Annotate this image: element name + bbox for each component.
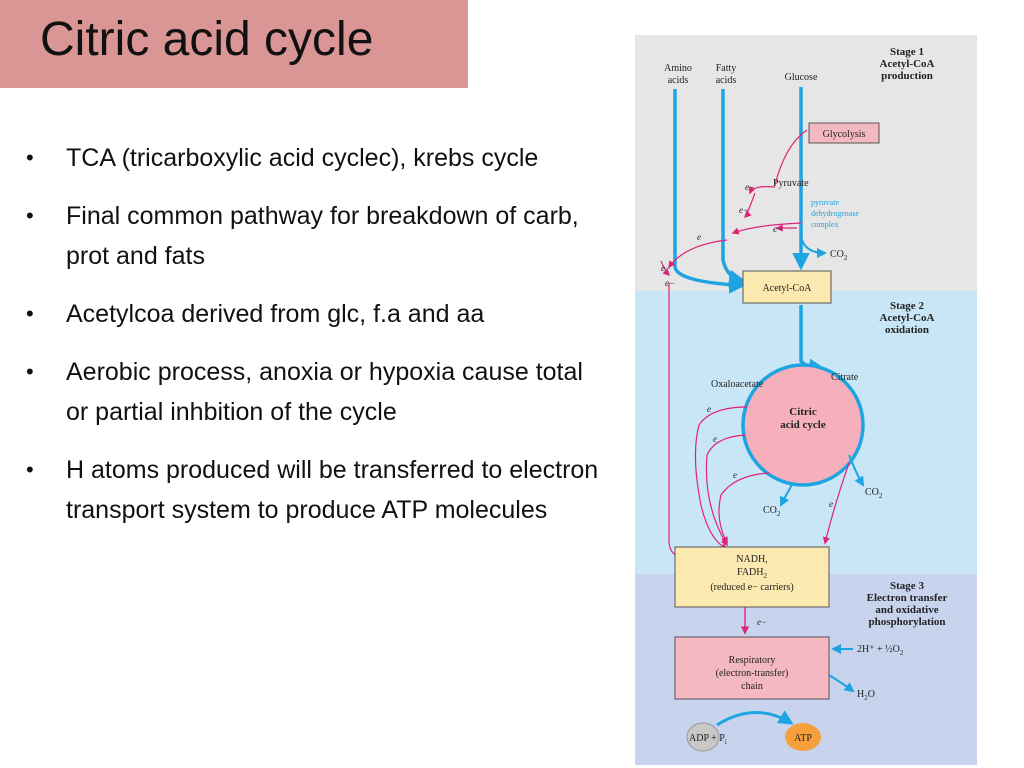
electron-label: e [707, 404, 711, 414]
cycle-label: Citric [789, 406, 817, 418]
adp-pi-label: ADP + Pi [689, 733, 727, 746]
electron-label: e− [665, 278, 675, 288]
stage3-label-line: and oxidative [875, 604, 938, 616]
fatty-acids-label: Fatty [716, 63, 737, 74]
co2-label-cycle: CO2 [865, 487, 883, 500]
electron-arrow [774, 129, 808, 186]
acetyl-coa-box [742, 270, 832, 304]
stage3-label: Stage 3 Electron transfer and oxidative … [867, 580, 948, 628]
bullet-text: Aerobic process, anoxia or hypoxia cause… [66, 358, 583, 426]
electron-arrow [705, 434, 746, 547]
stage1-label: Stage 1 Acetyl-CoA production [880, 46, 935, 82]
respiratory-chain-label: chain [741, 681, 763, 692]
electron-label: e− [745, 182, 755, 192]
stage2-label-line: Stage 2 [890, 300, 924, 312]
citric-acid-cycle-figure: Stage 1 Acetyl-CoA production Stage 2 Ac… [635, 35, 977, 765]
stage3-label-line: phosphorylation [868, 616, 945, 628]
stage1-label-line: production [881, 70, 933, 82]
stage1-label-line: Stage 1 [890, 46, 924, 58]
pdh-label-line: pyruvate [811, 198, 839, 207]
oxaloacetate-label: Oxaloacetate [711, 379, 764, 390]
bullet-item: • Final common pathway for breakdown of c… [26, 196, 611, 276]
electron-arrow [718, 472, 770, 545]
bullet-dot-icon: • [26, 203, 34, 228]
atp-circle [785, 723, 821, 751]
title-banner: Citric acid cycle [0, 0, 468, 88]
bullet-item: • Acetylcoa derived from glc, f.a and aa [26, 294, 611, 334]
bullet-dot-icon: • [26, 457, 34, 482]
slide-title: Citric acid cycle [40, 13, 374, 66]
pdh-complex-label: pyruvate dehydrogenase complex [811, 198, 859, 229]
pyruvate-label: Pyruvate [773, 178, 809, 189]
co2-release-arrow [848, 454, 865, 487]
electron-arrow [694, 406, 748, 550]
bullet-list: • TCA (tricarboxylic acid cyclec), krebs … [26, 138, 611, 548]
electron-arrow [748, 186, 776, 195]
stage3-label-line: Electron transfer [867, 592, 948, 604]
acetyl-coa-label: Acetyl-CoA [763, 283, 813, 294]
amino-acids-label: acids [668, 75, 689, 86]
electron-arrow [660, 260, 671, 277]
reduced-carriers-label: (reduced e− carriers) [710, 582, 793, 593]
bullet-item: • H atoms produced will be transferred to… [26, 450, 611, 530]
adp-circle [686, 722, 720, 752]
nadh-label: NADH, [736, 554, 767, 565]
electron-label: e− [661, 263, 671, 273]
respiratory-chain-label: (electron-transfer) [716, 668, 789, 679]
co2-release-arrow [780, 482, 794, 507]
respiratory-chain-box [674, 636, 830, 700]
electron-label: e− [773, 224, 783, 234]
oxygen-protons-label: 2H⁺ + ½O2 [857, 644, 904, 657]
co2-release-arrow [800, 234, 827, 258]
bullet-dot-icon: • [26, 301, 34, 326]
pdh-label-line: dehydrogenase [811, 209, 859, 218]
respiratory-chain-label: Respiratory [729, 655, 776, 666]
glycolysis-box [808, 122, 880, 144]
bullet-text: TCA (tricarboxylic acid cyclec), krebs c… [66, 144, 539, 172]
co2-label-stage1: CO2 [830, 249, 848, 262]
stage1-background [635, 35, 977, 291]
bullet-text: Final common pathway for breakdown of ca… [66, 202, 579, 270]
water-label: H2O [857, 689, 875, 702]
electron-label: e− [739, 205, 749, 215]
electron-arrow [822, 462, 850, 545]
stage2-label-line: Acetyl-CoA [880, 312, 935, 324]
atp-label: ATP [794, 733, 812, 744]
atp-synthesis-arrow [716, 710, 794, 727]
bullet-text: Acetylcoa derived from glc, f.a and aa [66, 300, 485, 328]
glycolysis-label: Glycolysis [823, 129, 866, 140]
nadh-fadh2-box [674, 546, 830, 608]
fadh2-label: FADH2 [737, 567, 767, 580]
bullet-dot-icon: • [26, 145, 34, 170]
electron-label: e [829, 499, 833, 509]
electron-arrow [731, 222, 802, 235]
bullet-dot-icon: • [26, 359, 34, 384]
pdh-label-line: complex [811, 220, 839, 229]
electron-label: e [697, 232, 701, 242]
co2-label-cycle: CO2 [763, 505, 781, 518]
citric-acid-cycle-circle [741, 363, 865, 487]
stage3-label-line: Stage 3 [890, 580, 924, 592]
cycle-label: acid cycle [780, 419, 826, 431]
stage1-label-line: Acetyl-CoA [880, 58, 935, 70]
bullet-item: • Aerobic process, anoxia or hypoxia caus… [26, 352, 611, 432]
electron-arrow [668, 239, 728, 269]
bullet-item: • TCA (tricarboxylic acid cyclec), krebs … [26, 138, 611, 178]
stage2-label-line: oxidation [885, 324, 929, 336]
electron-label: e [733, 470, 737, 480]
citrate-label: Citrate [831, 372, 859, 383]
amino-acids-label: Amino [664, 63, 692, 74]
bullet-text: H atoms produced will be transferred to … [66, 456, 599, 524]
fatty-acids-label: acids [716, 75, 737, 86]
electron-label: e [713, 434, 717, 444]
electron-arrow [743, 192, 756, 219]
water-output-arrow [828, 674, 855, 693]
stage2-label: Stage 2 Acetyl-CoA oxidation [880, 300, 935, 336]
electron-label: e− [757, 617, 767, 627]
glucose-label: Glucose [785, 72, 818, 83]
fatty-acid-flow-arrow [721, 89, 747, 288]
